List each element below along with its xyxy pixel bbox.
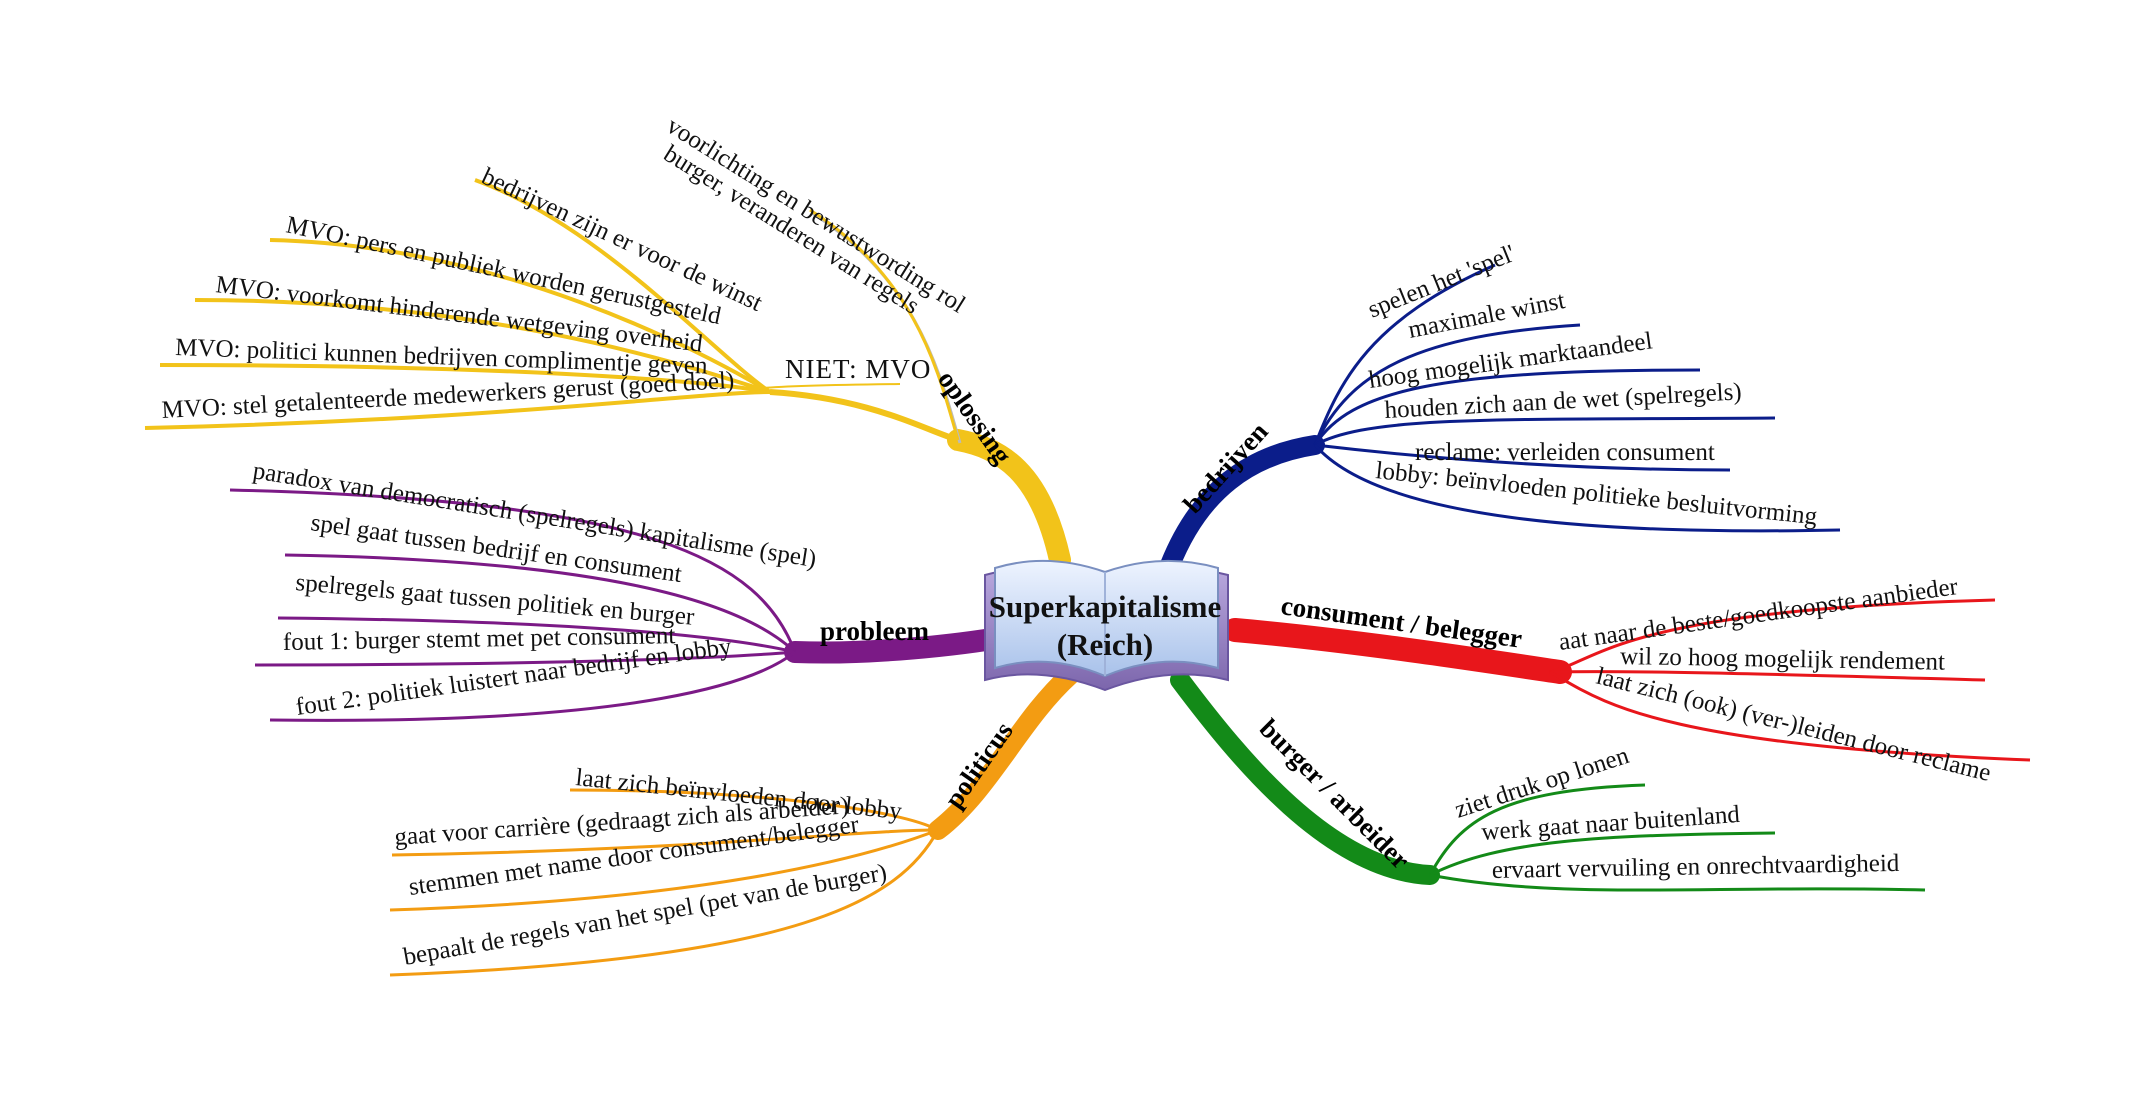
center-title-line1: Superkapitalisme — [989, 589, 1222, 624]
sub-label-niet-mvo: NIET: MVO — [785, 354, 931, 384]
leaf-vervuiling: ervaart vervuiling en onrechtvaardigheid — [1492, 850, 1900, 884]
leaf-reclame: reclame: verleiden consument — [1415, 439, 1715, 466]
branch-label-probleem: probleem — [820, 616, 929, 646]
burger-leaves — [1428, 783, 1926, 892]
branch-burger[interactable]: burger / arbeider ziet druk op lonen wer… — [1170, 670, 1926, 892]
branch-consument[interactable]: consument / belegger aat naar de beste/g… — [1223, 573, 2031, 787]
central-topic[interactable]: Superkapitalisme (Reich) — [984, 559, 1229, 692]
branch-probleem[interactable]: probleem paradox van democratisch (spelr… — [229, 457, 1021, 722]
consument-leaves — [1549, 598, 2031, 762]
leaf-voorlichting-line2: burger, veranderen van regels — [659, 140, 924, 320]
book-pages — [994, 559, 1219, 678]
politicus-leaves — [389, 788, 940, 977]
leaf-reclame-consument: laat zich (ook) (ver-)leiden door reclam… — [1594, 663, 1994, 787]
voorlichting-connector — [809, 208, 960, 441]
leaf-rendement: wil zo hoog mogelijk rendement — [1620, 643, 1945, 676]
branch-politicus[interactable]: politicus laat zich beïnvloeden door lob… — [389, 665, 1080, 977]
center-title-line2: (Reich) — [1057, 627, 1153, 662]
mvo-leaves — [144, 178, 901, 430]
bedrijven-leaves — [1313, 263, 1841, 533]
oplossing-main-connector — [947, 429, 1071, 571]
branch-bedrijven[interactable]: bedrijven spelen het 'spel' maximale win… — [1160, 240, 1841, 575]
probleem-leaves — [229, 488, 797, 722]
leaf-aanbieder: aat naar de beste/goedkoopste aanbieder — [1557, 573, 1960, 656]
